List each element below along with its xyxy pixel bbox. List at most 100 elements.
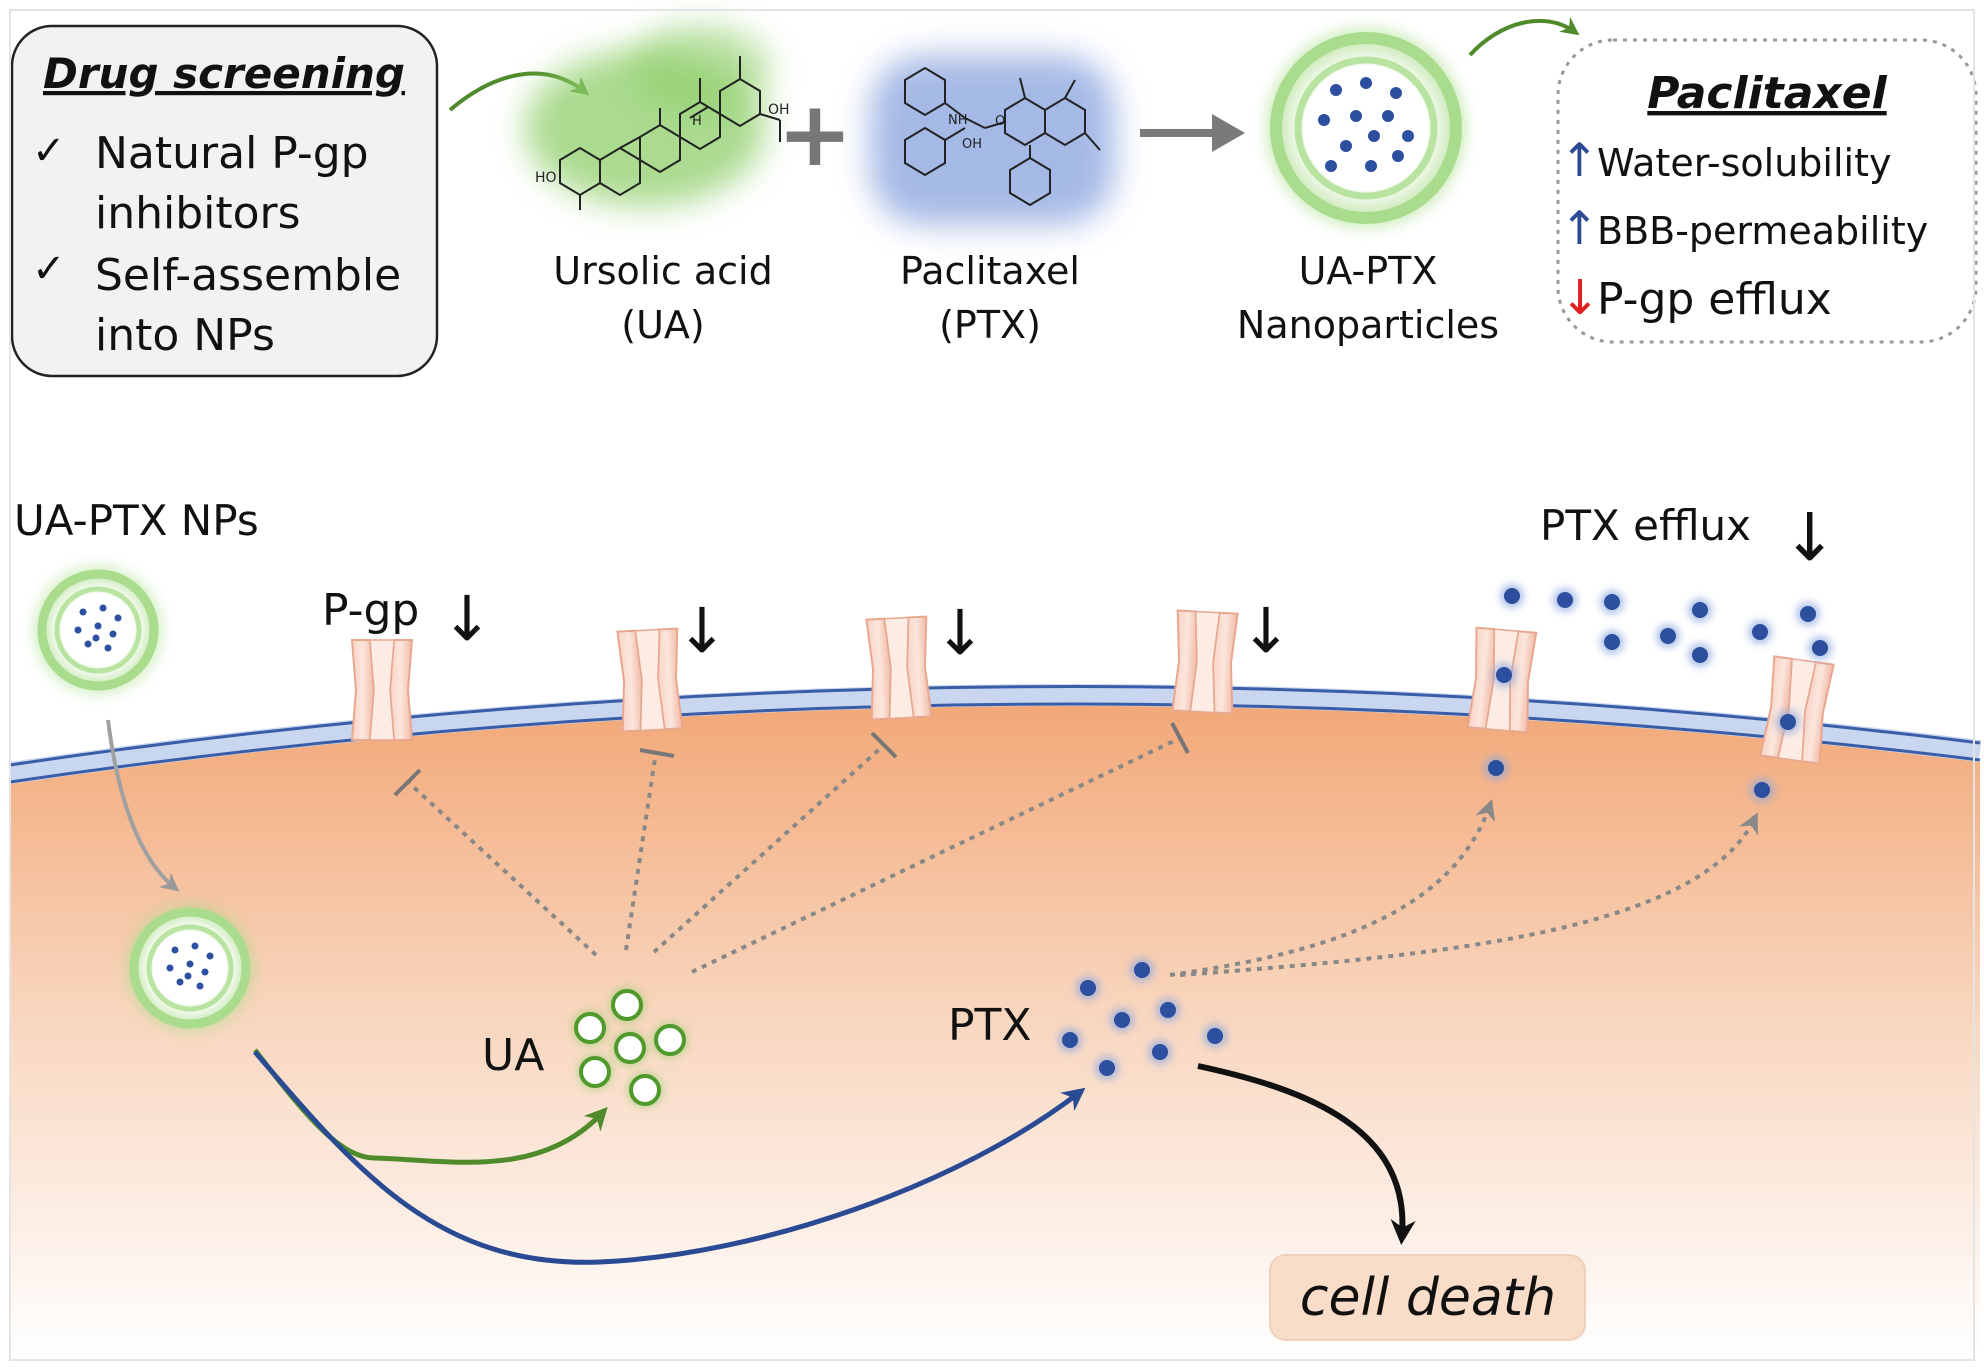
screening-item: inhibitors <box>95 188 301 239</box>
payload-dot <box>1368 130 1380 142</box>
payload-dot <box>1382 110 1394 122</box>
payload-dot <box>1365 160 1377 172</box>
payload-dot <box>1340 140 1352 152</box>
internalization-arrow <box>106 719 180 892</box>
ua-oh-label: OH <box>768 102 790 118</box>
payload-dot <box>191 942 199 950</box>
nanoparticle-top <box>1266 28 1466 228</box>
nanoparticle-inside <box>126 904 254 1032</box>
cell-body <box>8 9 1982 1361</box>
ptx-dot <box>1752 624 1768 640</box>
cell-death-label: cell death <box>1300 1268 1556 1328</box>
check-icon: ✓ <box>32 246 66 292</box>
pgp-transporter <box>865 615 933 721</box>
payload-dot <box>92 634 100 642</box>
ua-particle <box>574 1012 606 1044</box>
payload-dot <box>196 982 204 990</box>
screening-item: Natural P-gp <box>95 128 369 179</box>
payload-dot <box>1325 160 1337 172</box>
ua-particle <box>614 1032 646 1064</box>
escaped-ptx <box>1484 584 1832 802</box>
ptx-dot <box>1780 714 1796 730</box>
formation-arrow-head <box>1212 114 1245 152</box>
ptx-dot <box>1114 1012 1130 1028</box>
ua-name: Ursolic acid <box>553 249 772 293</box>
payload-dot <box>109 630 117 638</box>
payload-dot <box>74 626 82 634</box>
ptx-dot <box>1604 594 1620 610</box>
inhibition-bars <box>393 722 1190 797</box>
up-arrow-icon: ↑ <box>1560 133 1599 187</box>
check-icon: ✓ <box>32 128 66 174</box>
ua-particles <box>572 987 688 1108</box>
ptx-dot <box>1062 1032 1078 1048</box>
ptx-dot <box>1207 1028 1223 1044</box>
pgp-transporter <box>616 627 684 733</box>
payload-dot <box>166 964 174 972</box>
payload-dot <box>1350 110 1362 122</box>
drug-screening-box: Drug screening ✓ Natural P-gp inhibitors… <box>10 24 439 378</box>
payload-dot <box>79 608 87 616</box>
payload-dot <box>171 946 179 954</box>
inhibition-lines <box>406 736 1181 974</box>
ptx-dot <box>1812 640 1828 656</box>
pgp-down-arrow-icon: ↓ <box>441 582 493 655</box>
payload-dot <box>99 604 107 612</box>
np-name: UA-PTX <box>1299 249 1438 293</box>
nanoparticle-top-payload <box>1318 77 1414 172</box>
payload-dot <box>1318 114 1330 126</box>
pgp-core <box>369 639 395 741</box>
efflux-path-1 <box>1169 799 1496 977</box>
ptx-dot <box>1754 782 1770 798</box>
np-to-benefits-arrow <box>1468 16 1580 57</box>
ua-cell-label: UA <box>482 1030 544 1081</box>
efflux-path-2 <box>1179 812 1758 977</box>
benefit-item: BBB-permeability <box>1597 209 1928 253</box>
ptx-dot <box>1660 628 1676 644</box>
payload-dot <box>1330 84 1342 96</box>
ptx-dot <box>1692 647 1708 663</box>
ptx-dot <box>1160 1002 1176 1018</box>
ua-particle <box>611 989 643 1021</box>
ptx-efflux-label: PTX efflux <box>1540 501 1751 550</box>
death-arrow <box>1197 1063 1416 1246</box>
ptx-cell-label: PTX <box>948 1000 1032 1051</box>
drug-screening-title: Drug screening <box>43 49 405 98</box>
ptx-release-path <box>253 1050 1086 1265</box>
cell-death-box: cell death <box>1269 1254 1586 1341</box>
payload-dot <box>84 640 92 648</box>
payload-dot <box>1392 150 1404 162</box>
payload-dot <box>176 978 184 986</box>
ua-particle <box>654 1024 686 1056</box>
paclitaxel-box-title: Paclitaxel <box>1647 68 1887 119</box>
ptx-abbrev: (PTX) <box>939 303 1041 347</box>
nanoparticle-inside-payload <box>166 942 214 990</box>
pgp-label: P-gp <box>322 585 419 636</box>
ua-h-label: H <box>692 114 702 129</box>
ptx-dot <box>1099 1060 1115 1076</box>
pgp-down-arrow-icon: ↓ <box>1240 594 1292 667</box>
payload-dot <box>1402 130 1414 142</box>
ptx-dot <box>1152 1044 1168 1060</box>
benefit-item: P-gp efflux <box>1597 274 1832 325</box>
efflux-down-arrow-icon: ↓ <box>1782 499 1837 576</box>
payload-dot <box>94 622 102 630</box>
ua-particle <box>579 1056 611 1088</box>
ptx-dot <box>1504 588 1520 604</box>
pgp-transporter <box>1759 655 1835 765</box>
ptx-dot <box>1488 760 1504 776</box>
ua-ho-label: HO <box>535 170 557 186</box>
pgp-down-arrow-icon: ↓ <box>676 594 728 667</box>
payload-dot <box>1390 87 1402 99</box>
pgp-transporter <box>1171 609 1239 715</box>
ptx-nh-label: NH <box>948 113 968 128</box>
pgp-core <box>634 628 666 732</box>
ptx-o-label: O <box>995 114 1005 129</box>
nanoparticle-outside <box>34 566 162 694</box>
ptx-name: Paclitaxel <box>900 249 1080 293</box>
payload-dot <box>114 614 122 622</box>
ptx-particles <box>1058 958 1227 1080</box>
payload-dot <box>1360 77 1372 89</box>
pgp-transporter <box>350 639 414 741</box>
